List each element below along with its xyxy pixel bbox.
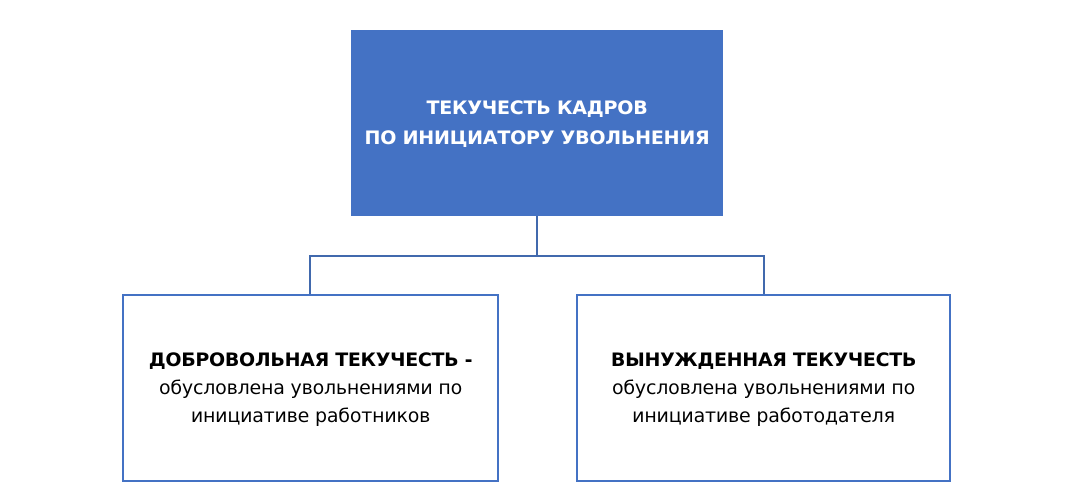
root-node: ТЕКУЧЕСТЬ КАДРОВ ПО ИНИЦИАТОРУ УВОЛЬНЕНИ… [351,30,723,216]
connector-right-vertical [763,255,765,295]
child-desc-line-2: инициативе работников [190,405,431,427]
connector-horizontal [309,255,765,257]
child-desc-line-1: обусловлена увольнениями по [611,377,916,399]
root-title-line-1: ТЕКУЧЕСТЬ КАДРОВ [426,97,648,119]
child-title: ДОБРОВОЛЬНАЯ ТЕКУЧЕСТЬ - [148,349,473,371]
child-desc-line-2: инициативе работодателя [632,405,895,427]
child-desc-line-1: обусловлена увольнениями по [158,377,463,399]
child-title: ВЫНУЖДЕННАЯ ТЕКУЧЕСТЬ [610,349,917,371]
child-node-forced: ВЫНУЖДЕННАЯ ТЕКУЧЕСТЬ обусловлена увольн… [576,294,951,482]
root-title-line-2: ПО ИНИЦИАТОРУ УВОЛЬНЕНИЯ [364,127,710,149]
child-node-voluntary: ДОБРОВОЛЬНАЯ ТЕКУЧЕСТЬ - обусловлена уво… [122,294,499,482]
connector-root-vertical [536,216,538,256]
connector-left-vertical [309,255,311,295]
